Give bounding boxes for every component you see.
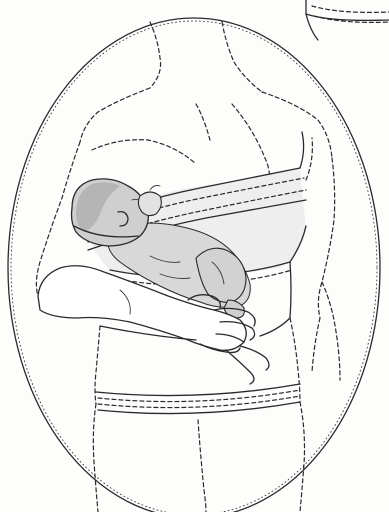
waistband [96, 384, 300, 414]
adjacent-panel-corner [306, 0, 389, 40]
